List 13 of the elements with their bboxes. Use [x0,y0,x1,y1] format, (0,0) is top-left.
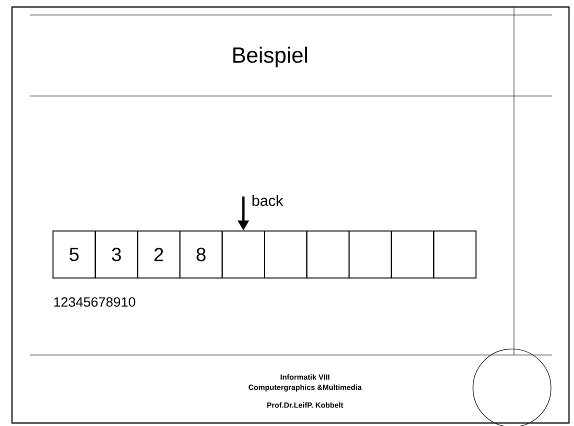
array-cell: 8 [179,230,223,278]
array-cell [306,230,350,278]
edge-label: back [252,195,284,206]
array-cell [390,230,434,278]
slide-title: Beispiel [233,46,308,68]
array-cell: 3 [94,230,138,278]
array-cell: 2 [137,230,180,278]
array-cell: 5 [52,230,96,278]
array-cell [222,230,265,278]
index-numbers: 12345678910 [54,297,136,307]
array-cell [348,230,392,278]
array-cell [264,230,308,278]
array-cell [433,230,476,278]
